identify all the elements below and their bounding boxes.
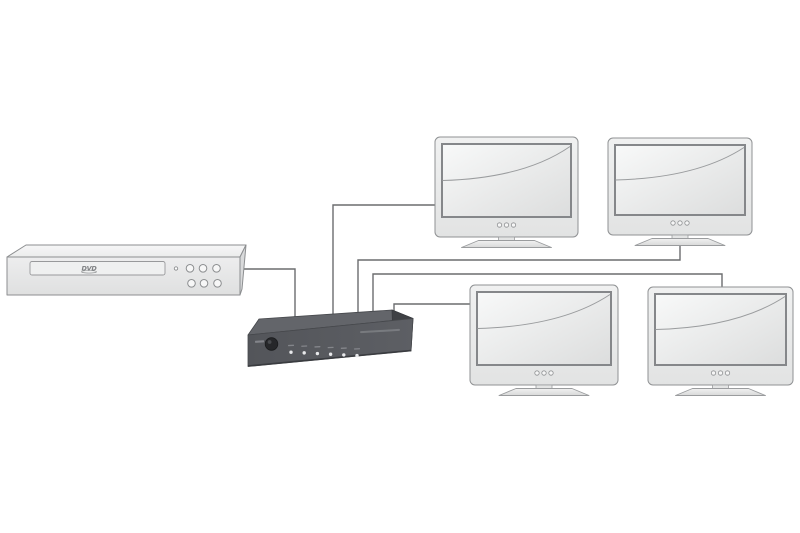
dvd-button	[212, 264, 221, 273]
splitter	[247, 309, 414, 367]
monitor-button	[548, 370, 554, 376]
monitor-stand-base	[498, 388, 590, 396]
dvd-button	[198, 264, 208, 273]
monitor-top-right	[607, 137, 753, 246]
dvd-logo-ellipse	[81, 270, 97, 274]
splitter-model-text	[360, 328, 400, 334]
splitter-led	[355, 353, 359, 358]
monitor-stand-base	[634, 238, 726, 246]
screen-reflection-curve	[615, 147, 745, 181]
dvd-disc-tray	[29, 261, 166, 276]
cable-splitter-to-monitor-bottom-left	[393, 303, 471, 311]
monitor-button	[496, 222, 503, 228]
cable-splitter-to-monitor-top-right	[357, 245, 681, 313]
monitor-button	[677, 220, 683, 226]
splitter-led	[289, 350, 293, 354]
screen-reflection-curve	[477, 294, 611, 329]
monitor-stand-base	[461, 240, 552, 248]
screen-reflection-curve	[655, 296, 786, 330]
monitor-button	[670, 220, 676, 226]
dvd-top-face	[6, 244, 247, 258]
cable-dvd-to-splitter	[243, 268, 296, 317]
screen-reflection-curve	[442, 146, 571, 181]
monitor-button	[503, 222, 510, 228]
splitter-led-label	[354, 348, 361, 350]
monitor-button	[717, 370, 724, 376]
monitor-bottom-right	[647, 286, 794, 396]
monitor-bottom-left	[469, 284, 619, 396]
monitor-button	[510, 222, 517, 228]
monitor-button	[541, 370, 547, 376]
dvd-front-buttons	[185, 264, 222, 288]
splitter-led-row	[288, 344, 361, 358]
splitter-led	[302, 351, 306, 355]
splitter-led-label	[301, 345, 308, 347]
monitor-screen	[654, 293, 787, 366]
monitor-screen	[476, 291, 612, 366]
splitter-knob-highlight	[267, 340, 272, 344]
splitter-led-label	[288, 344, 295, 347]
cable-splitter-to-monitor-bottom-right	[372, 273, 723, 312]
dvd-player: DVD	[6, 244, 247, 296]
splitter-led-label	[340, 347, 347, 349]
dvd-button	[199, 279, 209, 288]
monitor-screen	[614, 144, 746, 216]
monitors	[434, 136, 794, 396]
splitter-led-label	[327, 346, 334, 349]
splitter-power-label	[255, 340, 265, 343]
splitter-led-label	[314, 346, 321, 348]
monitor-button	[684, 220, 690, 226]
cable-splitter-to-monitor-top-left	[332, 204, 437, 315]
splitter-bottom-edge	[247, 349, 412, 367]
splitter-led	[328, 352, 333, 356]
dvd-indicator-light	[173, 266, 179, 271]
monitor-button	[724, 370, 731, 376]
monitor-stand-base	[675, 388, 766, 396]
splitter-led	[342, 353, 346, 357]
monitor-button	[710, 370, 717, 376]
splitter-led	[315, 351, 320, 356]
splitter-selector-knob	[264, 337, 279, 351]
cables	[243, 204, 723, 317]
monitor-screen	[441, 143, 572, 218]
dvd-logo: DVD	[82, 265, 98, 273]
monitor-button	[534, 370, 540, 376]
dvd-button	[213, 279, 222, 288]
monitor-top-left	[434, 136, 579, 248]
dvd-button	[187, 279, 196, 288]
dvd-button	[185, 264, 195, 273]
